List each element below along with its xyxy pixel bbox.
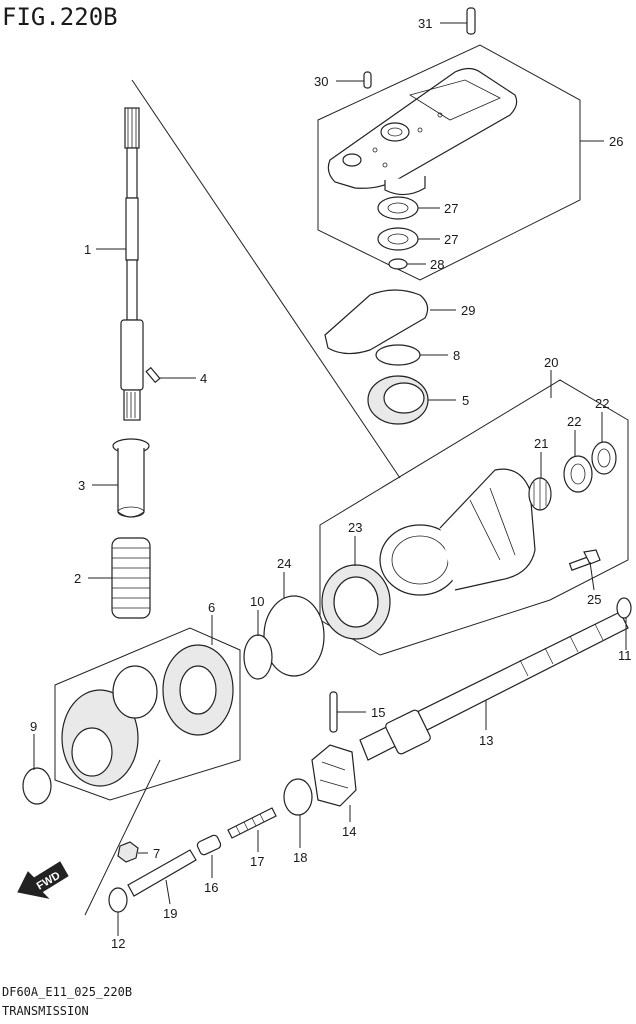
- sleeve: [112, 438, 150, 518]
- bearing-27-lower: [377, 227, 419, 251]
- gasket-29: [324, 289, 429, 355]
- callout-26: 26: [609, 134, 623, 149]
- callout-22a: 22: [567, 414, 581, 429]
- pin-30: [363, 71, 372, 89]
- callout-10: 10: [250, 594, 264, 609]
- circlip-28: [388, 258, 408, 270]
- callout-4: 4: [200, 371, 207, 386]
- callout-5: 5: [462, 393, 469, 408]
- callout-15: 15: [371, 705, 385, 720]
- callout-14: 14: [342, 824, 356, 839]
- callout-20: 20: [544, 355, 558, 370]
- callout-21: 21: [534, 436, 548, 451]
- callout-27a: 27: [444, 201, 458, 216]
- pin-31: [466, 7, 476, 35]
- seal-22-right: [591, 441, 617, 475]
- shim-10: [243, 634, 273, 680]
- callout-30: 30: [314, 74, 328, 89]
- o-ring-24: [263, 595, 325, 677]
- callout-9: 9: [30, 719, 37, 734]
- bearing-5: [367, 375, 429, 425]
- gear-housing: [379, 468, 536, 596]
- bolt-25: [568, 549, 601, 571]
- callout-13: 13: [479, 733, 493, 748]
- callout-12: 12: [111, 936, 125, 951]
- callout-24: 24: [277, 556, 291, 571]
- callout-18: 18: [293, 850, 307, 865]
- callout-19: 19: [163, 906, 177, 921]
- drive-shaft: [120, 107, 144, 421]
- callout-16: 16: [204, 880, 218, 895]
- diagram-code: DF60A_E11_025_220B: [2, 985, 132, 999]
- circlip-11: [616, 597, 632, 619]
- callout-17: 17: [250, 854, 264, 869]
- slider-16: [196, 834, 222, 856]
- lower-divider-line: [84, 759, 161, 916]
- callout-28: 28: [430, 257, 444, 272]
- callout-11: 11: [618, 648, 632, 663]
- push-rod-19: [127, 849, 197, 897]
- gear-set: [61, 644, 234, 787]
- callout-27b: 27: [444, 232, 458, 247]
- clutch-dog-14: [311, 744, 357, 807]
- fwd-direction-arrow: FWD: [17, 861, 69, 899]
- bearing-27-upper: [377, 196, 419, 220]
- callout-23: 23: [348, 520, 362, 535]
- spring-clip-18: [283, 778, 313, 816]
- divider-line: [131, 79, 401, 479]
- o-ring-8: [375, 344, 421, 366]
- guide-plate: [327, 67, 518, 196]
- spring-17: [227, 807, 277, 839]
- callout-2: 2: [74, 571, 81, 586]
- washer-12: [108, 887, 128, 913]
- nut-7: [117, 841, 139, 863]
- callout-25: 25: [587, 592, 601, 607]
- bearing-23: [321, 564, 391, 640]
- propeller-shaft: [359, 611, 629, 761]
- callout-6: 6: [208, 600, 215, 615]
- callout-31: 31: [418, 16, 432, 31]
- pin: [145, 366, 161, 384]
- needle-bearing-21: [528, 477, 552, 511]
- shim-9: [22, 767, 52, 805]
- fwd-label: FWD: [35, 870, 63, 893]
- callout-8: 8: [453, 348, 460, 363]
- group-frame-26: [317, 44, 581, 281]
- figure-title: FIG.220B: [2, 3, 118, 31]
- callout-3: 3: [78, 478, 85, 493]
- callout-29: 29: [461, 303, 475, 318]
- callout-1: 1: [84, 242, 91, 257]
- callout-7: 7: [153, 846, 160, 861]
- pin-15: [329, 691, 338, 733]
- bellows-boot: [111, 537, 151, 619]
- callout-22b: 22: [595, 396, 609, 411]
- group-frame-6: [54, 627, 241, 801]
- leader-lines: [33, 22, 627, 936]
- section-title: TRANSMISSION: [2, 1004, 89, 1018]
- callout-labels: 1 2 3 4 5 6 7 8 9 10 11 12 13 14 15 16 1…: [30, 16, 632, 951]
- seal-22-left: [563, 455, 593, 493]
